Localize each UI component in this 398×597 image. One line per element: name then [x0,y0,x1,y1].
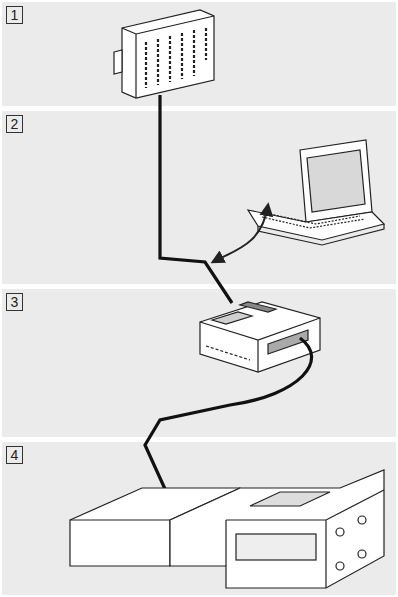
controller-body [122,10,214,98]
laptop [248,140,384,245]
panel [2,111,396,284]
callout-number: 2 [6,115,23,133]
motor-controller [200,302,320,372]
laptop-base [248,210,384,240]
data-link-arrow [213,205,268,262]
cable [145,338,312,500]
nameplate [250,492,330,506]
screw-hole [358,516,366,524]
keyboard [262,214,365,228]
screw-hole [358,550,366,558]
panel [2,2,396,106]
panel [2,289,396,437]
controller-unit [114,10,214,98]
linear-actuator [70,470,384,588]
callout-number: 4 [6,446,23,464]
display-panel [212,312,252,324]
side-slot [236,534,316,560]
cable [160,95,232,303]
controller-body [200,302,320,372]
screw-hole [336,562,344,570]
screw-hole [336,528,344,536]
panel [2,442,396,595]
connector [268,330,308,354]
terminal-row [146,28,206,88]
terminal-rows [146,28,206,88]
controller-edge [122,16,214,98]
laptop-lid [300,140,372,222]
callout-number: 3 [6,293,23,311]
vents [206,346,250,360]
laptop-screen [307,150,365,212]
actuator-carriage [170,470,384,588]
mounting-clip [114,50,122,74]
controller-edge [200,318,320,372]
laptop-side [258,224,384,245]
carriage-edge [226,490,384,588]
connector [240,302,276,312]
callout-number: 1 [6,6,23,24]
